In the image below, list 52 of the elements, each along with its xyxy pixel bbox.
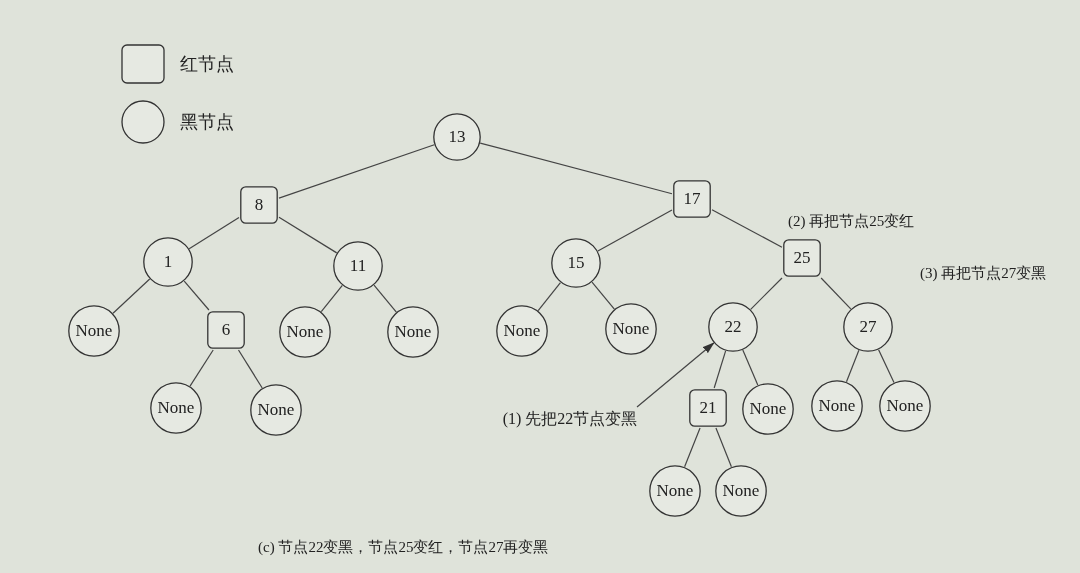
tree-node-circle: None — [715, 465, 767, 517]
tree-edge — [278, 216, 338, 254]
tree-edge — [711, 209, 783, 248]
tree-edge — [479, 142, 673, 195]
tree-node-circle: None — [150, 382, 202, 434]
tree-node-circle: 27 — [843, 302, 893, 352]
tree-edge — [684, 427, 701, 468]
tree-edge — [537, 281, 562, 312]
tree-node-circle: 22 — [708, 302, 758, 352]
tree-edge — [878, 349, 895, 384]
arrow — [636, 342, 715, 408]
tree-node-circle: 15 — [551, 238, 601, 288]
tree-edge — [597, 209, 673, 252]
tree-edge — [750, 277, 783, 310]
tree-node-circle: None — [250, 384, 302, 436]
tree-node-circle: 11 — [333, 241, 383, 291]
tree-node-circle: None — [387, 306, 439, 358]
tree-node-circle: None — [649, 465, 701, 517]
tree-edge — [715, 427, 732, 468]
tree-edge — [742, 349, 759, 386]
tree-edge — [591, 281, 615, 310]
tree-edge — [189, 349, 214, 387]
tree-edge — [278, 144, 435, 199]
tree-node-square: 17 — [673, 180, 711, 218]
annotation-text: (3) 再把节点27变黑 — [920, 264, 1047, 283]
legend-label: 红节点 — [180, 53, 234, 76]
tree-node-square: 21 — [689, 389, 727, 427]
tree-node-circle: None — [279, 306, 331, 358]
annotation-text: (1) 先把22节点变黑 — [485, 407, 655, 431]
tree-edge — [713, 350, 727, 389]
tree-node-circle: None — [742, 383, 794, 435]
tree-node-circle: None — [496, 305, 548, 357]
tree-node-circle: None — [879, 380, 931, 432]
annotation-text: (2) 再把节点25变红 — [788, 212, 915, 231]
tree-node-circle: None — [68, 305, 120, 357]
tree-node-square: 25 — [783, 239, 821, 277]
tree-node-circle: 1 — [143, 237, 193, 287]
tree-edge — [373, 284, 397, 313]
tree-edge — [188, 216, 240, 250]
tree-node-square: 6 — [207, 311, 245, 349]
tree-edge — [320, 284, 343, 313]
caption: (c) 节点22变黑，节点25变红，节点27再变黑 — [258, 538, 549, 557]
tree-edge — [112, 278, 151, 314]
tree-node-circle: None — [811, 380, 863, 432]
legend-label: 黑节点 — [180, 111, 234, 134]
tree-edge — [183, 280, 210, 311]
tree-node-square: 8 — [240, 186, 278, 224]
tree-node-circle: None — [605, 303, 657, 355]
tree-edge — [820, 277, 852, 310]
tree-edge — [237, 349, 263, 389]
tree-edge — [845, 349, 860, 383]
tree-node-circle: 13 — [433, 113, 481, 161]
